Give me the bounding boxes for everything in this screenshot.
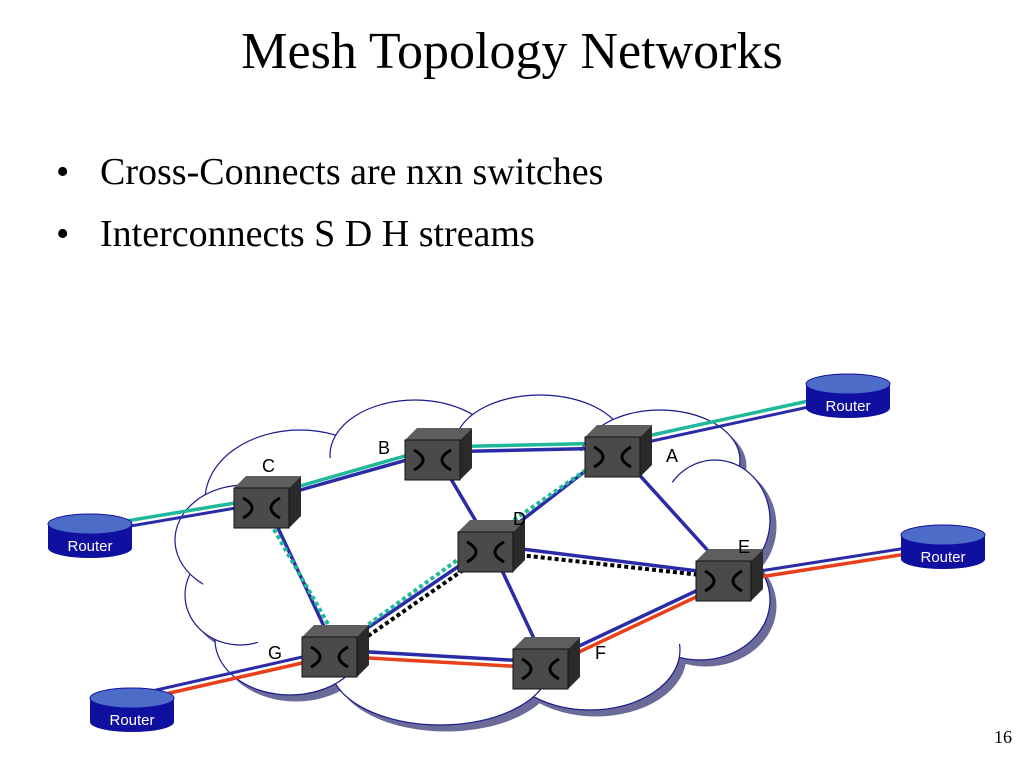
link-g-f [334,648,546,664]
node-label-c: C [262,456,275,476]
node-label-g: G [268,643,282,663]
router-label-bottom-left: Router [109,712,154,729]
router-label-left: Router [67,538,112,555]
bullet-text-1: Cross-Connects are nxn switches [100,151,604,193]
switch-f [511,635,582,691]
slide-title: Mesh Topology Networks [241,23,783,80]
switch-a [583,423,654,479]
switch-e [694,547,765,603]
router-label-top-right: Router [825,398,870,415]
router-left: Router [47,513,133,559]
node-label-b: B [378,438,390,458]
black-dash-d-e [491,550,729,580]
bullet-text-2: Interconnects S D H streams [100,213,535,255]
switch-c [232,474,303,530]
node-label-d: D [513,509,526,529]
router-right: Router [900,524,986,570]
router-bottom-left: Router [89,687,175,733]
switch-g [300,623,371,679]
bullet-item-2: •Interconnects S D H streams [56,213,535,255]
node-label-f: F [595,643,606,663]
link-d-e [489,543,731,577]
bullet-item-1: •Cross-Connects are nxn switches [56,151,604,193]
switch-b [403,426,474,482]
router-top-right: Router [805,373,891,419]
node-label-a: A [666,446,678,466]
node-label-e: E [738,537,750,557]
teal-dash-c-g [258,504,342,646]
page-number: 16 [994,727,1012,747]
router-label-right: Router [920,549,965,566]
bullet-list: •Cross-Connects are nxn switches •Interc… [56,150,603,274]
